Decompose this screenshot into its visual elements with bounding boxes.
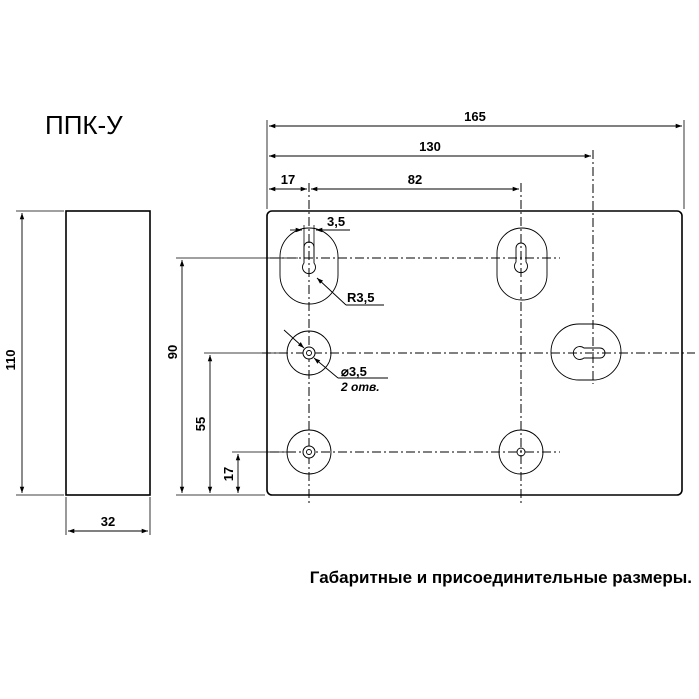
hole-count-label: 2 отв. [340, 380, 380, 394]
slot-width-label: 3,5 [327, 214, 345, 229]
overall-width-label: 165 [464, 109, 486, 124]
hole-diameter-label: ⌀3,5 [341, 364, 367, 379]
keyhole-slot-right [496, 227, 548, 301]
mounting-hole-bottom-right [498, 429, 544, 475]
front-view: 165 130 17 82 3,5 R3,5 ⌀3,5 2 отв. 90 55 [165, 109, 695, 505]
drawing-caption: Габаритные и присоединительные размеры. [310, 568, 692, 587]
slot-radius-label: R3,5 [347, 290, 374, 305]
middle-hole-height-label: 55 [193, 417, 208, 431]
keyhole-slot-side [550, 323, 622, 381]
height-label: 110 [3, 350, 18, 371]
left-offset-label: 17 [281, 172, 295, 187]
lower-hole-height-label: 17 [221, 467, 236, 481]
upper-hole-height-label: 90 [165, 345, 180, 359]
keyhole-slot-left [279, 227, 339, 305]
depth-label: 32 [101, 514, 115, 529]
side-view: 110 32 [3, 210, 151, 535]
hole-spacing-label: 82 [408, 172, 422, 187]
mount-span-label: 130 [419, 139, 441, 154]
side-view-body [65, 210, 151, 496]
product-title: ППК-У [45, 110, 123, 140]
